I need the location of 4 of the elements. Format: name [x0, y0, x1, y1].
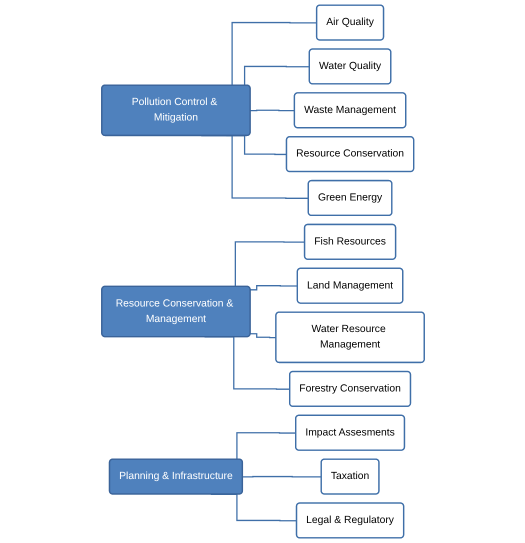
- connector: [242, 476, 321, 478]
- connector: [250, 110, 294, 112]
- connector: [250, 285, 298, 290]
- connector: [250, 333, 276, 338]
